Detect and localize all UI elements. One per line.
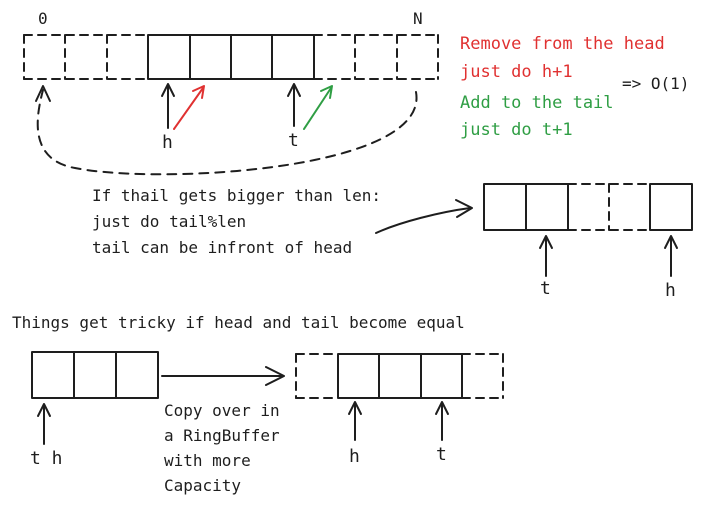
grown-head-label: h	[349, 446, 360, 467]
copy-note-line-1: Copy over in	[164, 401, 280, 420]
index-start-label: 0	[38, 9, 48, 28]
head-pointer-arrow	[161, 83, 175, 129]
grown-tail-pointer-arrow	[435, 401, 449, 441]
index-end-label: N	[413, 9, 423, 28]
copy-note-line-4: Capacity	[164, 476, 241, 495]
grown-tail-label: t	[436, 444, 447, 465]
wrap-around-curve	[35, 85, 418, 176]
complexity-note: => O(1)	[622, 74, 689, 93]
wrap-example-arrow	[375, 199, 473, 234]
add-to-tail-note: Add to the tail	[460, 93, 614, 113]
wrap-note-line-3: tail can be infront of head	[92, 238, 352, 257]
grown-head-pointer-arrow	[348, 401, 362, 441]
wrap-note-line-1: If thail gets bigger than len:	[92, 186, 381, 205]
head-label: h	[162, 132, 173, 153]
tricky-case-heading: Things get tricky if head and tail becom…	[12, 313, 465, 332]
wrapped-tail-label: t	[540, 278, 551, 299]
wrapped-head-label: h	[665, 280, 676, 301]
add-step-note: just do t+1	[460, 120, 573, 140]
head-advance-arrow	[173, 85, 205, 130]
full-tail-head-pointer-arrow	[37, 403, 51, 445]
full-buffer	[31, 351, 159, 399]
tail-advance-arrow	[303, 85, 333, 130]
wrapped-head-pointer-arrow	[664, 235, 678, 277]
wrap-note-line-2: just do tail%len	[92, 212, 246, 231]
copy-over-arrow	[161, 366, 285, 386]
tail-label: t	[288, 130, 299, 151]
wrapped-tail-pointer-arrow	[539, 235, 553, 277]
top-buffer-dashed-cells	[23, 34, 439, 80]
wrapped-buffer	[483, 183, 693, 231]
grown-buffer	[295, 353, 504, 399]
top-buffer	[23, 34, 439, 80]
copy-note-line-3: with more	[164, 451, 251, 470]
copy-note-line-2: a RingBuffer	[164, 426, 280, 445]
top-buffer-occupied-cells	[147, 34, 315, 80]
full-tail-head-label: t h	[30, 448, 63, 469]
remove-from-head-note: Remove from the head	[460, 34, 665, 54]
tail-pointer-arrow	[287, 83, 301, 127]
remove-step-note: just do h+1	[460, 62, 573, 82]
